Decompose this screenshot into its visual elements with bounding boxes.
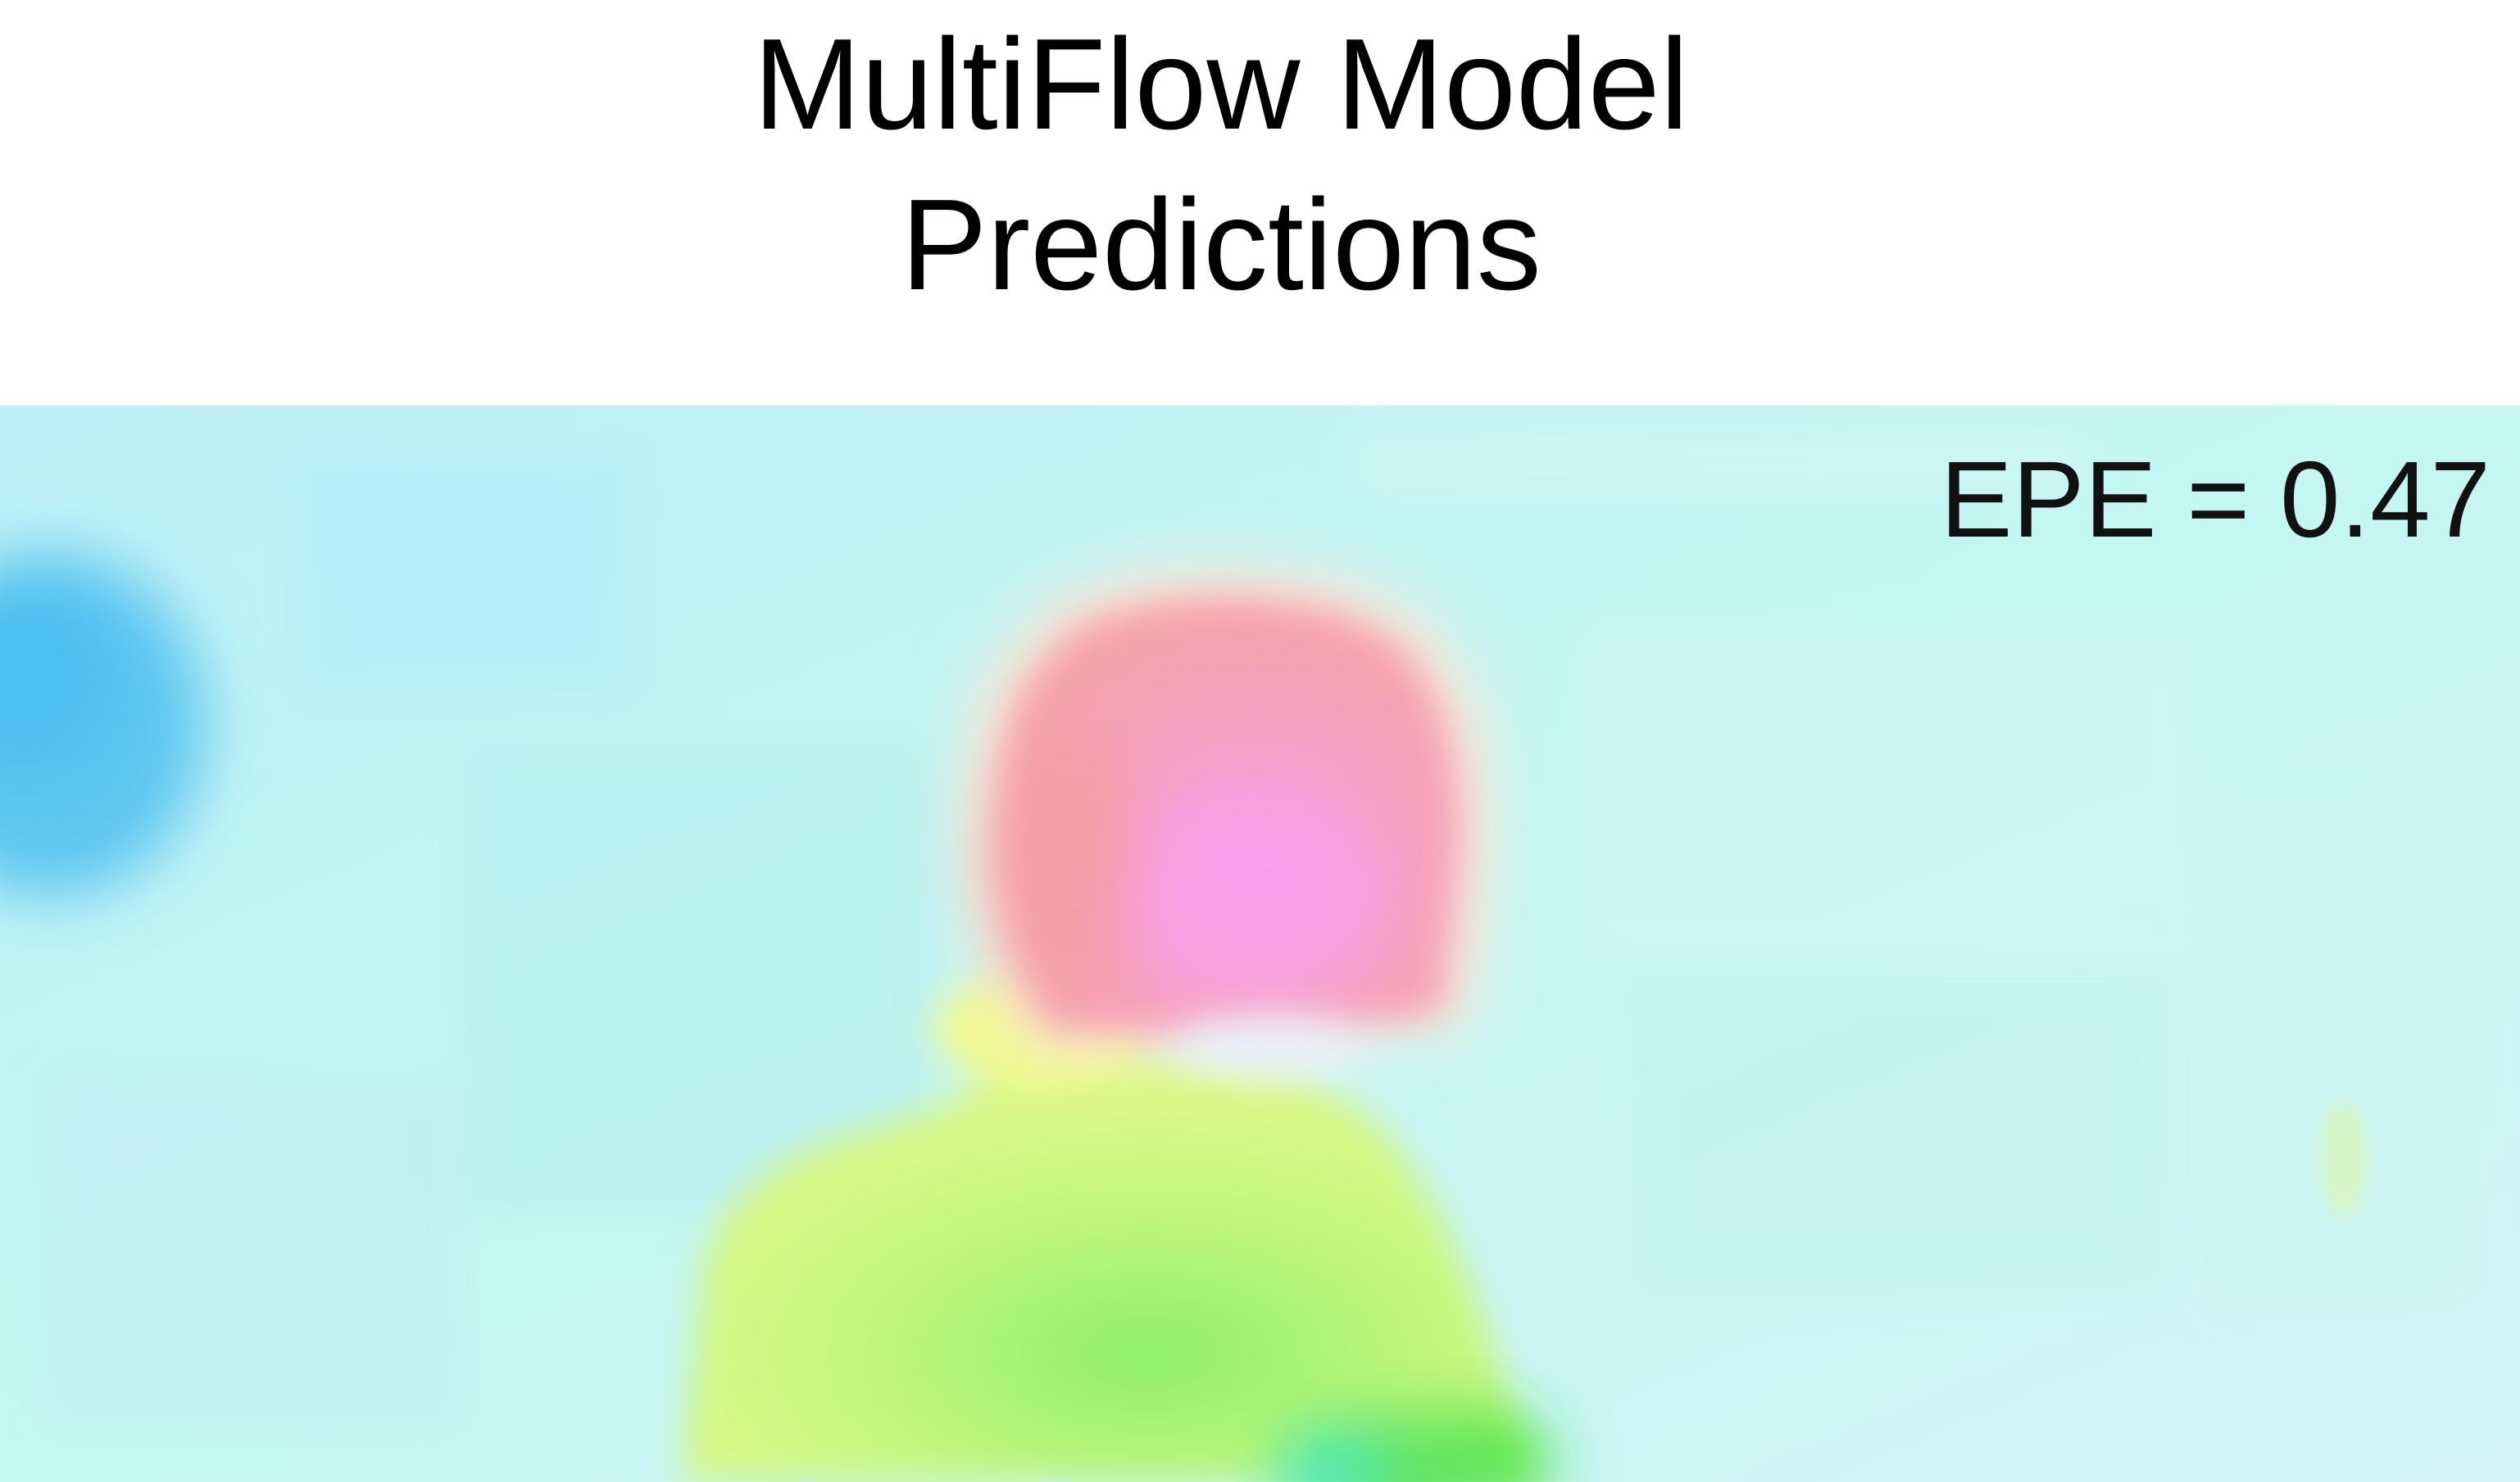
flow-field-image [0, 406, 2520, 1482]
title-line-2: Predictions [901, 173, 1542, 317]
optical-flow-visualization: EPE = 0.47 [0, 406, 2520, 1482]
epe-metric-label: EPE = 0.47 [1940, 439, 2490, 560]
figure-title: MultiFlow Model Predictions [0, 0, 2442, 401]
title-line-1: MultiFlow Model [753, 12, 1689, 156]
